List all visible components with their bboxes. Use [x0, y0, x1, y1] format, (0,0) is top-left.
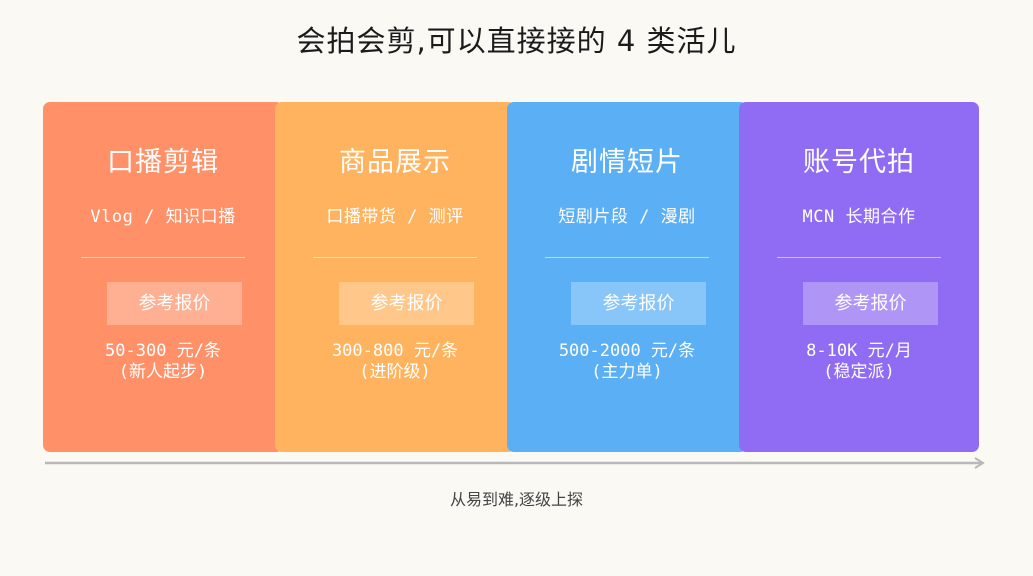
- reference-price-button[interactable]: 参考报价: [107, 282, 242, 325]
- progression-caption: 从易到难,逐级上探: [449, 490, 584, 509]
- card-note: (主力单): [591, 362, 663, 382]
- card-voiceover-editing: 口播剪辑 Vlog / 知识口播 参考报价 50-300 元/条 (新人起步): [43, 102, 283, 452]
- card-price: 500-2000 元/条: [558, 341, 696, 361]
- page-title: 会拍会剪,可以直接接的 4 类活儿: [296, 24, 737, 58]
- card-title: 账号代拍: [803, 147, 915, 178]
- card-account-shooting: 账号代拍 MCN 长期合作 参考报价 8-10K 元/月 (稳定派): [739, 102, 979, 452]
- card-divider: [313, 257, 477, 258]
- card-title: 口播剪辑: [107, 147, 219, 178]
- card-divider: [81, 257, 245, 258]
- progress-arrow: [45, 457, 985, 469]
- card-subtitle: 口播带货 / 测评: [326, 207, 464, 227]
- card-price: 8-10K 元/月: [806, 341, 912, 361]
- reference-price-button[interactable]: 参考报价: [339, 282, 474, 325]
- card-subtitle: MCN 长期合作: [802, 207, 916, 227]
- card-price: 300-800 元/条: [331, 341, 459, 361]
- card-subtitle: 短剧片段 / 漫剧: [558, 207, 696, 227]
- card-divider: [545, 257, 709, 258]
- card-price: 50-300 元/条: [105, 341, 221, 361]
- card-title: 商品展示: [339, 147, 451, 178]
- card-note: (稳定派): [823, 362, 895, 382]
- card-divider: [777, 257, 941, 258]
- card-note: (进阶级): [359, 362, 431, 382]
- card-product-showcase: 商品展示 口播带货 / 测评 参考报价 300-800 元/条 (进阶级): [275, 102, 515, 452]
- card-title: 剧情短片: [571, 147, 683, 178]
- card-short-drama: 剧情短片 短剧片段 / 漫剧 参考报价 500-2000 元/条 (主力单): [507, 102, 747, 452]
- reference-price-button[interactable]: 参考报价: [571, 282, 706, 325]
- card-subtitle: Vlog / 知识口播: [90, 207, 236, 227]
- card-note: (新人起步): [118, 362, 208, 382]
- reference-price-button[interactable]: 参考报价: [803, 282, 938, 325]
